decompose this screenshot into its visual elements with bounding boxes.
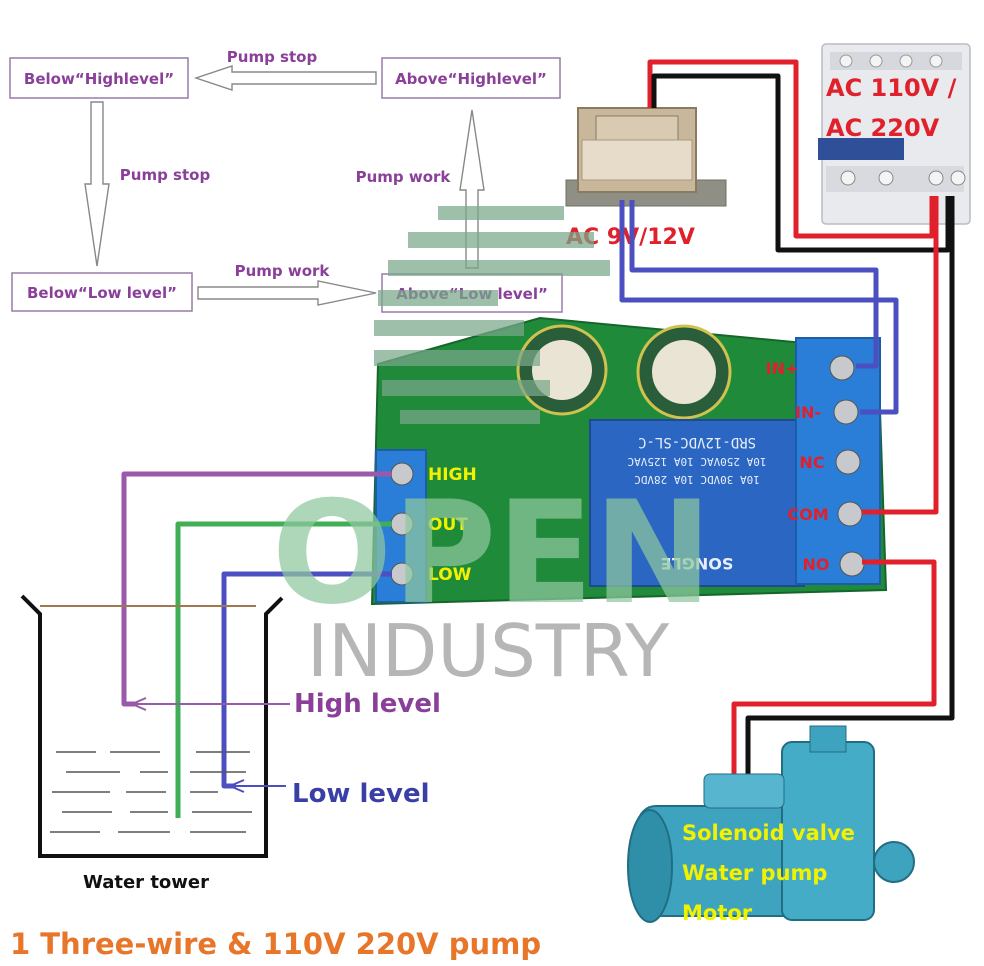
relay-board: SRD-12VDC-SL-C 10A 250VAC 10A 125VAC 10A…: [370, 316, 888, 606]
circuit-breaker: AC 110V / AC 220V: [818, 43, 971, 225]
wire-black-pump: [745, 196, 955, 812]
relay-text-3: 10A 30VDC 10A 28VDC: [634, 473, 760, 486]
box-above-high-text: Above“Highlevel”: [395, 70, 547, 88]
wire-red-pump: [731, 559, 937, 812]
flow-chart: Below“Highlevel” Above“Highlevel” Below“…: [9, 48, 563, 313]
watermark-line-1: OPEN: [272, 471, 713, 636]
label-low: LOW: [428, 565, 472, 585]
label-in-minus: IN-: [795, 403, 821, 422]
screw-nc: [835, 449, 861, 475]
label-com: COM: [787, 505, 828, 524]
transformer: AC 9V/12V: [565, 107, 727, 250]
low-level-label: Low level: [292, 779, 430, 809]
watermark: OPEN INDUSTRY: [272, 206, 713, 693]
box-below-high: [9, 57, 189, 99]
label-in-plus: IN+: [766, 359, 799, 378]
watermark-logo-icon: [374, 206, 610, 424]
footer-caption: 1 Three-wire & 110V 220V pump: [10, 927, 541, 961]
tank-caption: Water tower: [83, 872, 209, 893]
wire-green-out: [175, 521, 392, 818]
arrow-right-icon: [197, 280, 377, 306]
pump-line-2: Water pump: [682, 861, 827, 885]
wire-red-transformer: [647, 59, 935, 239]
label-high: HIGH: [428, 465, 477, 485]
arrow-down-icon: [84, 101, 110, 267]
arrow-left-label: Pump stop: [120, 166, 211, 184]
pump-line-1: Solenoid valve: [682, 821, 855, 845]
breaker-label-1: AC 110V /: [826, 74, 957, 102]
relay-text-2: 10A 250VAC 10A 125VAC: [627, 455, 766, 468]
water-tank: High level Low level Water tower: [20, 594, 441, 893]
wire-blue-in-plus: [629, 200, 879, 369]
relay-brand: SONGLE: [661, 554, 734, 573]
arrow-up-icon: [459, 109, 485, 269]
watermark-line-2: INDUSTRY: [307, 609, 670, 693]
label-out: OUT: [428, 515, 468, 535]
relay-text-1: SRD-12VDC-SL-C: [638, 434, 756, 450]
box-below-low-text: Below“Low level”: [27, 284, 177, 302]
screw-in-plus: [829, 355, 855, 381]
box-above-high: [381, 57, 561, 99]
label-nc: NC: [799, 453, 824, 472]
breaker-label-2: AC 220V: [826, 114, 940, 142]
screw-no: [839, 551, 865, 577]
pump-line-3: Motor: [682, 901, 753, 925]
wire-black-transformer: [651, 73, 951, 253]
arrow-left-icon: [193, 65, 377, 91]
screw-in-minus: [833, 399, 859, 425]
box-below-high-text: Below“Highlevel”: [24, 70, 174, 88]
arrow-bottom-label: Pump work: [235, 262, 331, 280]
arrow-top-label: Pump stop: [227, 48, 318, 66]
wire-red-com: [862, 196, 939, 515]
label-no: NO: [803, 555, 830, 574]
wire-blue-in-minus: [619, 200, 899, 415]
relay: [589, 419, 805, 587]
water-pump: Solenoid valve Water pump Motor: [627, 725, 915, 925]
box-below-low: [11, 272, 193, 312]
screw-com: [837, 501, 863, 527]
arrow-right-label: Pump work: [356, 168, 452, 186]
high-level-label: High level: [294, 689, 441, 719]
